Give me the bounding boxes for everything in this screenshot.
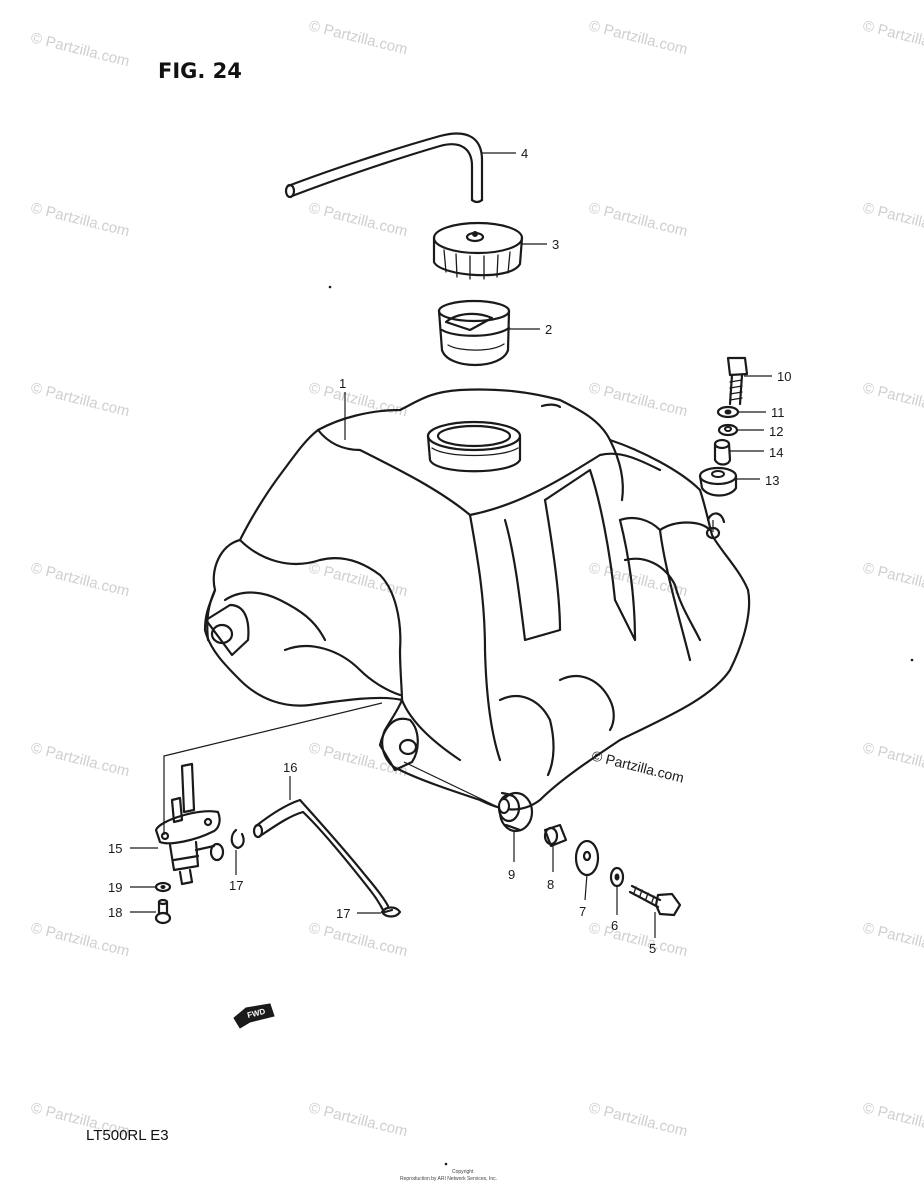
watermark: © Partzilla.com <box>307 739 409 780</box>
part-14-collar <box>713 438 732 466</box>
callouts: 1 2 3 4 5 6 7 8 9 10 11 12 13 14 15 16 1 <box>108 146 791 956</box>
part-12-washer <box>717 423 739 437</box>
part-19-washer <box>154 881 172 893</box>
callout-15: 15 <box>108 841 122 856</box>
callout-1: 1 <box>339 376 346 391</box>
callout-16: 16 <box>283 760 297 775</box>
callout-17-upper: 17 <box>229 878 243 893</box>
watermark: © Partzilla.com <box>861 17 924 58</box>
assembly-lines <box>163 520 714 835</box>
watermark: © Partzilla.com <box>861 379 924 420</box>
callout-13: 13 <box>765 473 779 488</box>
part-1-fuel-tank <box>203 388 751 811</box>
part-6-lock-washer <box>609 866 625 888</box>
watermark: © Partzilla.com <box>29 29 131 70</box>
callout-18: 18 <box>108 905 122 920</box>
watermark: © Partzilla.com <box>861 1099 924 1140</box>
watermark: © Partzilla.com <box>29 739 131 780</box>
callout-6: 6 <box>611 918 618 933</box>
part-3-fuel-cap <box>432 221 524 280</box>
part-7-washer <box>574 839 600 877</box>
part-4-breather-hose <box>284 132 484 204</box>
callout-11: 11 <box>771 405 785 420</box>
watermark: © Partzilla.com <box>587 379 689 420</box>
part-17-clip-upper <box>230 828 245 850</box>
part-5-bolt <box>628 884 682 917</box>
figure-title: FIG. 24 <box>158 59 242 83</box>
watermark: © Partzilla.com <box>587 199 689 240</box>
part-10-bolt <box>726 356 749 406</box>
part-2-strainer <box>437 299 511 367</box>
callout-4: 4 <box>521 146 528 161</box>
part-16-fuel-hose <box>252 798 390 914</box>
watermark: © Partzilla.com <box>307 1099 409 1140</box>
watermark: © Partzilla.com <box>861 739 924 780</box>
fwd-label: FWD <box>246 1007 266 1020</box>
part-18-screw <box>154 898 172 925</box>
watermark: © Partzilla.com <box>307 199 409 240</box>
callout-5: 5 <box>649 941 656 956</box>
part-9-grommet <box>497 791 534 833</box>
fwd-arrow-icon: FWD <box>233 1003 275 1029</box>
callout-2: 2 <box>545 322 552 337</box>
callout-17-lower: 17 <box>336 906 350 921</box>
part-15-fuel-cock <box>154 762 225 886</box>
watermark: © Partzilla.com <box>307 919 409 960</box>
watermark: © Partzilla.com <box>29 919 131 960</box>
watermark: © Partzilla.com <box>307 559 409 600</box>
copyright-line-1: Copyright <box>452 1169 474 1175</box>
part-11-washer <box>716 405 740 419</box>
callout-12: 12 <box>769 424 783 439</box>
watermark: © Partzilla.com <box>307 17 409 58</box>
scan-specks <box>328 285 914 1166</box>
copyright-line-2: Reproduction by ARI Network Services, In… <box>400 1176 497 1182</box>
watermark: © Partzilla.com <box>29 379 131 420</box>
main-watermark: © Partzilla.com <box>590 747 685 785</box>
watermark: © Partzilla.com <box>861 199 924 240</box>
part-8-collar <box>543 823 568 848</box>
callout-19: 19 <box>108 880 122 895</box>
watermark: © Partzilla.com <box>29 559 131 600</box>
model-code: LT500RL E3 <box>86 1127 169 1144</box>
callout-10: 10 <box>777 369 791 384</box>
watermark: © Partzilla.com <box>587 919 689 960</box>
watermark: © Partzilla.com <box>587 1099 689 1140</box>
watermark-grid: © Partzilla.com © Partzilla.com © Partzi… <box>29 17 924 1140</box>
watermark: © Partzilla.com <box>861 559 924 600</box>
callout-7: 7 <box>579 904 586 919</box>
part-13-cushion <box>698 466 738 497</box>
callout-3: 3 <box>552 237 559 252</box>
watermark: © Partzilla.com <box>29 199 131 240</box>
callout-9: 9 <box>508 867 515 882</box>
watermark: © Partzilla.com <box>861 919 924 960</box>
watermark: © Partzilla.com <box>587 17 689 58</box>
part-17-clip-lower <box>380 906 402 918</box>
callout-8: 8 <box>547 877 554 892</box>
callout-14: 14 <box>769 445 783 460</box>
